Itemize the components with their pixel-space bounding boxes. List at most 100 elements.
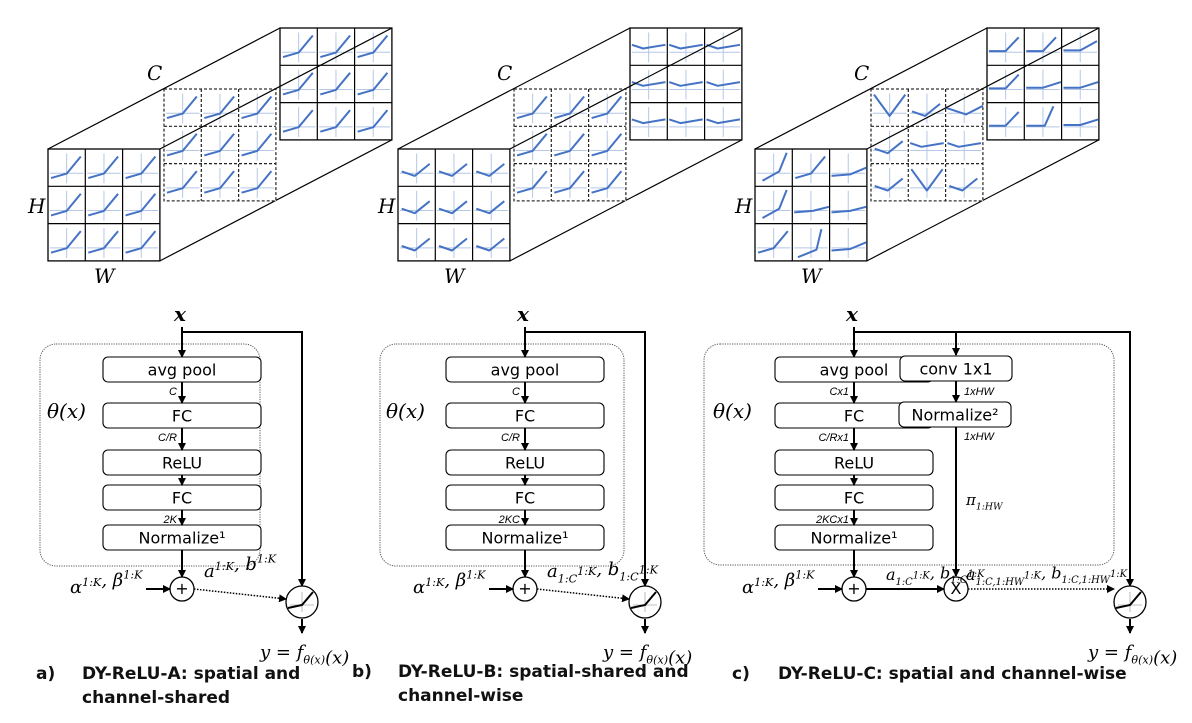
grid-cell bbox=[515, 93, 550, 124]
relu-curve bbox=[630, 591, 657, 609]
grid-cell bbox=[553, 130, 587, 161]
grid-cell bbox=[474, 228, 509, 258]
input-x-label: x bbox=[845, 302, 859, 326]
height-axis-label: H bbox=[377, 194, 396, 218]
block-label: FC bbox=[172, 489, 192, 508]
cube-edge bbox=[159, 27, 393, 150]
grid-cell bbox=[1063, 69, 1099, 100]
grid-cell bbox=[240, 168, 275, 198]
grid-cell bbox=[553, 168, 587, 198]
input-x-label: x bbox=[516, 302, 530, 326]
activation-curve bbox=[88, 193, 119, 217]
grid-cell bbox=[356, 107, 391, 137]
grid-cell bbox=[87, 190, 121, 221]
dynamic-relu-icon bbox=[285, 585, 319, 619]
activation-curve bbox=[706, 81, 741, 87]
activation-curve bbox=[874, 177, 904, 192]
grid-cell bbox=[794, 190, 830, 221]
activation-curve bbox=[831, 166, 867, 177]
grid-cell bbox=[49, 190, 84, 221]
activation-curve bbox=[631, 118, 666, 125]
activation-curve bbox=[911, 103, 941, 117]
grid-cell bbox=[590, 130, 625, 161]
grid-cell bbox=[399, 190, 434, 221]
caption-b-line2: channel-wise bbox=[398, 686, 524, 706]
activation-curve bbox=[909, 142, 944, 148]
caption-c-line1: DY-ReLU-C: spatial and channel-wise bbox=[778, 664, 1127, 684]
activation-curve bbox=[88, 230, 119, 254]
grid-cell bbox=[988, 107, 1023, 137]
grid-cell bbox=[668, 107, 703, 137]
grid-cell bbox=[756, 189, 791, 221]
grid-cell bbox=[399, 153, 434, 184]
plus-node: + bbox=[841, 576, 867, 602]
grid-cell bbox=[910, 168, 944, 198]
block-label: Normalize¹ bbox=[482, 529, 569, 548]
block-relu: ReLU bbox=[102, 449, 262, 476]
theta-label: θ(x) bbox=[386, 399, 425, 423]
activation-curve bbox=[591, 133, 623, 157]
activation-curve bbox=[591, 170, 623, 194]
grid-cell bbox=[947, 130, 982, 161]
theta-label: θ(x) bbox=[713, 399, 752, 423]
grid-cell bbox=[240, 130, 275, 161]
block-label: ReLU bbox=[162, 454, 202, 473]
block-conv-1x1: conv 1x1 bbox=[899, 355, 1013, 382]
activation-curve bbox=[797, 228, 823, 259]
activation-curve bbox=[125, 230, 157, 254]
caption-a-line2: channel-shared bbox=[82, 688, 231, 708]
cube-front-face bbox=[397, 148, 511, 262]
grid-cell bbox=[474, 190, 509, 221]
channel-axis-label: C bbox=[854, 61, 869, 85]
grid-cell bbox=[87, 153, 121, 184]
grid-cell bbox=[794, 153, 828, 184]
coeff-arrow bbox=[536, 588, 630, 603]
cube-front-face bbox=[754, 148, 868, 262]
grid-cell bbox=[756, 152, 791, 184]
dim-label: Cx1 bbox=[829, 386, 849, 398]
cube-edge bbox=[866, 27, 1100, 150]
activation-curve bbox=[204, 133, 235, 157]
activation-curve bbox=[204, 170, 235, 194]
activation-curve bbox=[945, 104, 984, 116]
cube-back-face bbox=[986, 27, 1100, 141]
activation-curve bbox=[320, 109, 351, 133]
grid-cell bbox=[872, 130, 907, 161]
theta-label: θ(x) bbox=[47, 399, 86, 423]
activation-curve bbox=[554, 133, 585, 157]
grid-cell bbox=[831, 190, 867, 221]
activation-curve bbox=[475, 237, 505, 252]
block-label: FC bbox=[515, 407, 535, 426]
dim-label: 2K bbox=[163, 514, 178, 526]
height-axis-label: H bbox=[27, 194, 46, 218]
activation-curve bbox=[706, 118, 741, 125]
block-label: FC bbox=[844, 407, 864, 426]
grid-cell bbox=[515, 168, 550, 198]
activation-curve bbox=[910, 168, 944, 192]
grid-cell bbox=[631, 32, 666, 63]
activation-curve bbox=[166, 170, 198, 194]
width-axis-label: W bbox=[444, 264, 466, 288]
output-label: y = fθ(x)(x) bbox=[1087, 642, 1177, 668]
grid-cell bbox=[474, 153, 509, 184]
block-fc: FC bbox=[445, 402, 605, 429]
grid-cell bbox=[49, 153, 84, 184]
cube-back-face bbox=[279, 27, 393, 141]
grid-cell bbox=[49, 228, 84, 258]
block-label: Normalize² bbox=[912, 406, 999, 425]
activation-curve bbox=[554, 170, 585, 194]
grid-cell bbox=[831, 228, 867, 258]
plus-node: + bbox=[169, 576, 195, 602]
activation-curve bbox=[1063, 118, 1099, 126]
activation-curve bbox=[1026, 36, 1057, 53]
grid-cell bbox=[87, 228, 121, 258]
activation-curve bbox=[401, 163, 431, 177]
grid-cell bbox=[399, 228, 434, 258]
block-fc: FC bbox=[774, 484, 934, 511]
block-label: conv 1x1 bbox=[919, 360, 992, 379]
block-label: avg pool bbox=[148, 361, 217, 380]
activation-curve bbox=[947, 142, 982, 148]
